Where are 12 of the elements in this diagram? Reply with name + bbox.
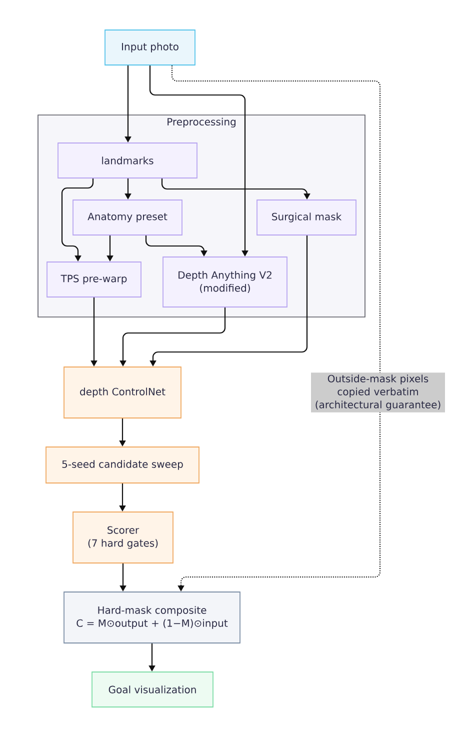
process-box: landmarks [58, 142, 198, 178]
process-box: Hard-mask composite C = M⊙output + (1−M)⊙input [64, 592, 240, 644]
process-box: Scorer (7 hard gates) [72, 512, 174, 564]
process-box: TPS pre-warp [46, 262, 142, 298]
process-box: 5-seed candidate sweep [46, 446, 200, 484]
process-box: depth ControlNet [64, 366, 182, 418]
process-box: Input photo [104, 30, 196, 66]
process-box: Surgical mask [256, 200, 356, 236]
process-box: Anatomy preset [72, 200, 182, 236]
process-box: Depth Anything V2 (modified) [162, 256, 288, 308]
edge-label: Outside-mask pixels copied verbatim (architectural guarantee) [311, 372, 445, 412]
process-box: Goal visualization [92, 672, 214, 708]
